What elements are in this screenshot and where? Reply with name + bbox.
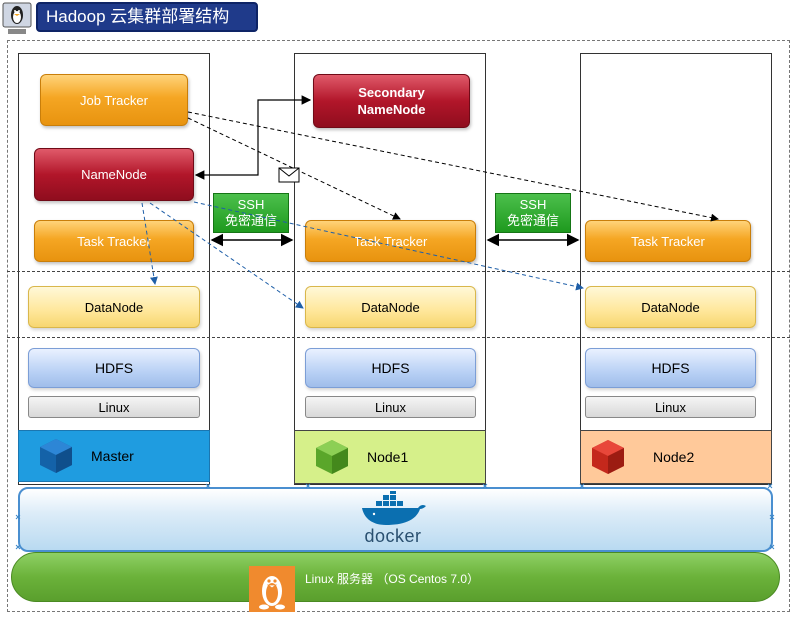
namenode-to-node1-datanode — [149, 202, 304, 309]
node1-linux: Linux — [305, 396, 476, 418]
node1-label: Node1 — [367, 449, 409, 465]
node1-datanode[interactable]: DataNode — [305, 286, 476, 328]
master-label: Master — [91, 448, 134, 464]
docker-band-markers — [15, 483, 775, 550]
namenode-secondary-link — [194, 95, 312, 180]
node1-hdfs[interactable]: HDFS — [305, 348, 476, 388]
node2-linux: Linux — [585, 396, 756, 418]
ssh-text: SSH — [237, 197, 265, 212]
cube-icon — [314, 438, 350, 476]
separator-line — [7, 271, 790, 272]
cluster-frame — [7, 40, 790, 612]
linux-tux-icon — [249, 566, 295, 612]
separator-line — [7, 337, 790, 338]
master-linux: Linux — [28, 396, 200, 418]
ssh-subtext: 免密通信 — [224, 213, 277, 228]
node1-secondary-namenode[interactable]: Secondary NameNode — [313, 74, 470, 128]
docker-label: docker — [364, 526, 422, 546]
page-title: Hadoop 云集群部署结构 — [36, 2, 258, 32]
master-task-tracker[interactable]: Task Tracker — [34, 220, 194, 262]
linux-tux-icon — [2, 2, 32, 36]
ssh-label-2: SSH 免密通信 — [495, 193, 571, 233]
linux-server-layer — [11, 552, 780, 602]
master-datanode[interactable]: DataNode — [28, 286, 200, 328]
cube-icon — [590, 438, 626, 476]
namenode-to-node2-datanode — [193, 201, 584, 291]
jobtracker-to-node2-task — [187, 111, 719, 222]
ssh-text: SSH — [519, 197, 547, 212]
linux-server-label: Linux 服务器 （OS Centos 7.0） — [305, 572, 480, 586]
master-job-tracker[interactable]: Job Tracker — [40, 74, 188, 126]
namenode-to-master-datanode — [141, 202, 158, 285]
node2-task-tracker[interactable]: Task Tracker — [585, 220, 751, 262]
secondary-namenode-label: Secondary NameNode — [357, 85, 426, 117]
envelope-icon — [278, 167, 300, 183]
node2-hdfs[interactable]: HDFS — [585, 348, 756, 388]
ssh-label-1: SSH 免密通信 — [213, 193, 289, 233]
ssh-subtext: 免密通信 — [506, 213, 559, 228]
master-namenode[interactable]: NameNode — [34, 148, 194, 201]
node2-label: Node2 — [653, 449, 695, 465]
cube-icon — [38, 437, 74, 475]
docker-whale-icon — [358, 489, 428, 527]
master-node-label[interactable]: Master — [18, 430, 210, 482]
node2-datanode[interactable]: DataNode — [585, 286, 756, 328]
node1-task-tracker[interactable]: Task Tracker — [305, 220, 476, 262]
master-hdfs[interactable]: HDFS — [28, 348, 200, 388]
